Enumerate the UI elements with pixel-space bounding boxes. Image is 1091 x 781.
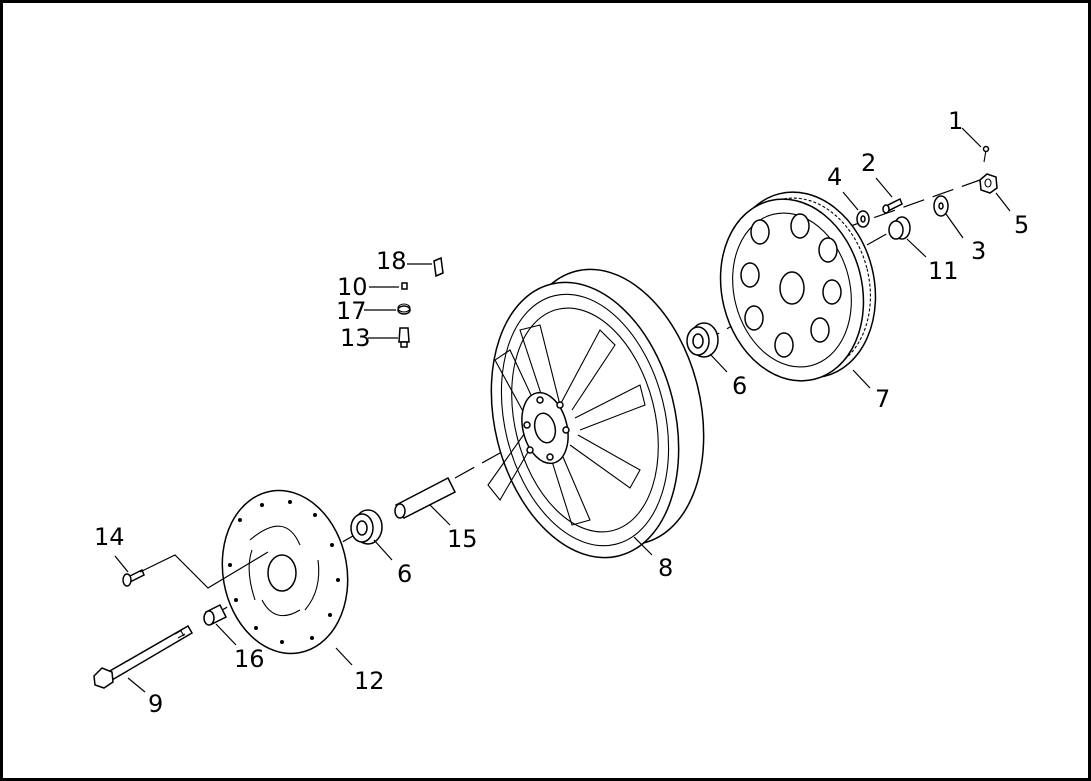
callout-2: 2 xyxy=(861,149,876,177)
callout-7: 7 xyxy=(875,385,890,413)
wheel-spokes xyxy=(487,324,646,526)
rear-sprocket xyxy=(719,191,877,382)
cotter-pin xyxy=(982,145,990,163)
callout-18: 18 xyxy=(376,247,407,275)
callout-6-right: 6 xyxy=(732,372,747,400)
callout-17: 17 xyxy=(336,297,367,325)
axle xyxy=(93,624,194,689)
bearing-left xyxy=(350,509,383,545)
disc-bolt xyxy=(122,568,145,587)
callout-4: 4 xyxy=(827,163,842,191)
sprocket-spacer xyxy=(888,216,911,240)
callout-1: 1 xyxy=(948,107,963,135)
callout-labels: 1 2 3 4 5 6 6 7 8 9 10 11 12 13 14 15 16… xyxy=(94,107,1029,718)
callout-15: 15 xyxy=(447,525,478,553)
callout-14: 14 xyxy=(94,523,125,551)
callout-16: 16 xyxy=(234,645,265,673)
axle-nut xyxy=(979,173,998,194)
valve-stem-parts xyxy=(397,256,444,348)
spacer xyxy=(203,603,228,626)
callout-11: 11 xyxy=(928,257,959,285)
washer-small xyxy=(856,210,870,228)
callout-12: 12 xyxy=(354,667,385,695)
callout-3: 3 xyxy=(971,237,986,265)
callout-10: 10 xyxy=(337,273,368,301)
callout-5: 5 xyxy=(1014,211,1029,239)
axle-sleeve xyxy=(394,476,457,519)
callout-6-left: 6 xyxy=(397,560,412,588)
rear-wheel xyxy=(487,268,705,559)
sprocket-bolt xyxy=(882,197,903,214)
callout-9: 9 xyxy=(148,690,163,718)
axle-washer xyxy=(933,195,949,217)
callout-13: 13 xyxy=(340,324,371,352)
callout-8: 8 xyxy=(658,554,673,582)
leader-lines xyxy=(114,127,1011,693)
brake-disc xyxy=(221,489,349,655)
bearing-right xyxy=(686,322,719,358)
